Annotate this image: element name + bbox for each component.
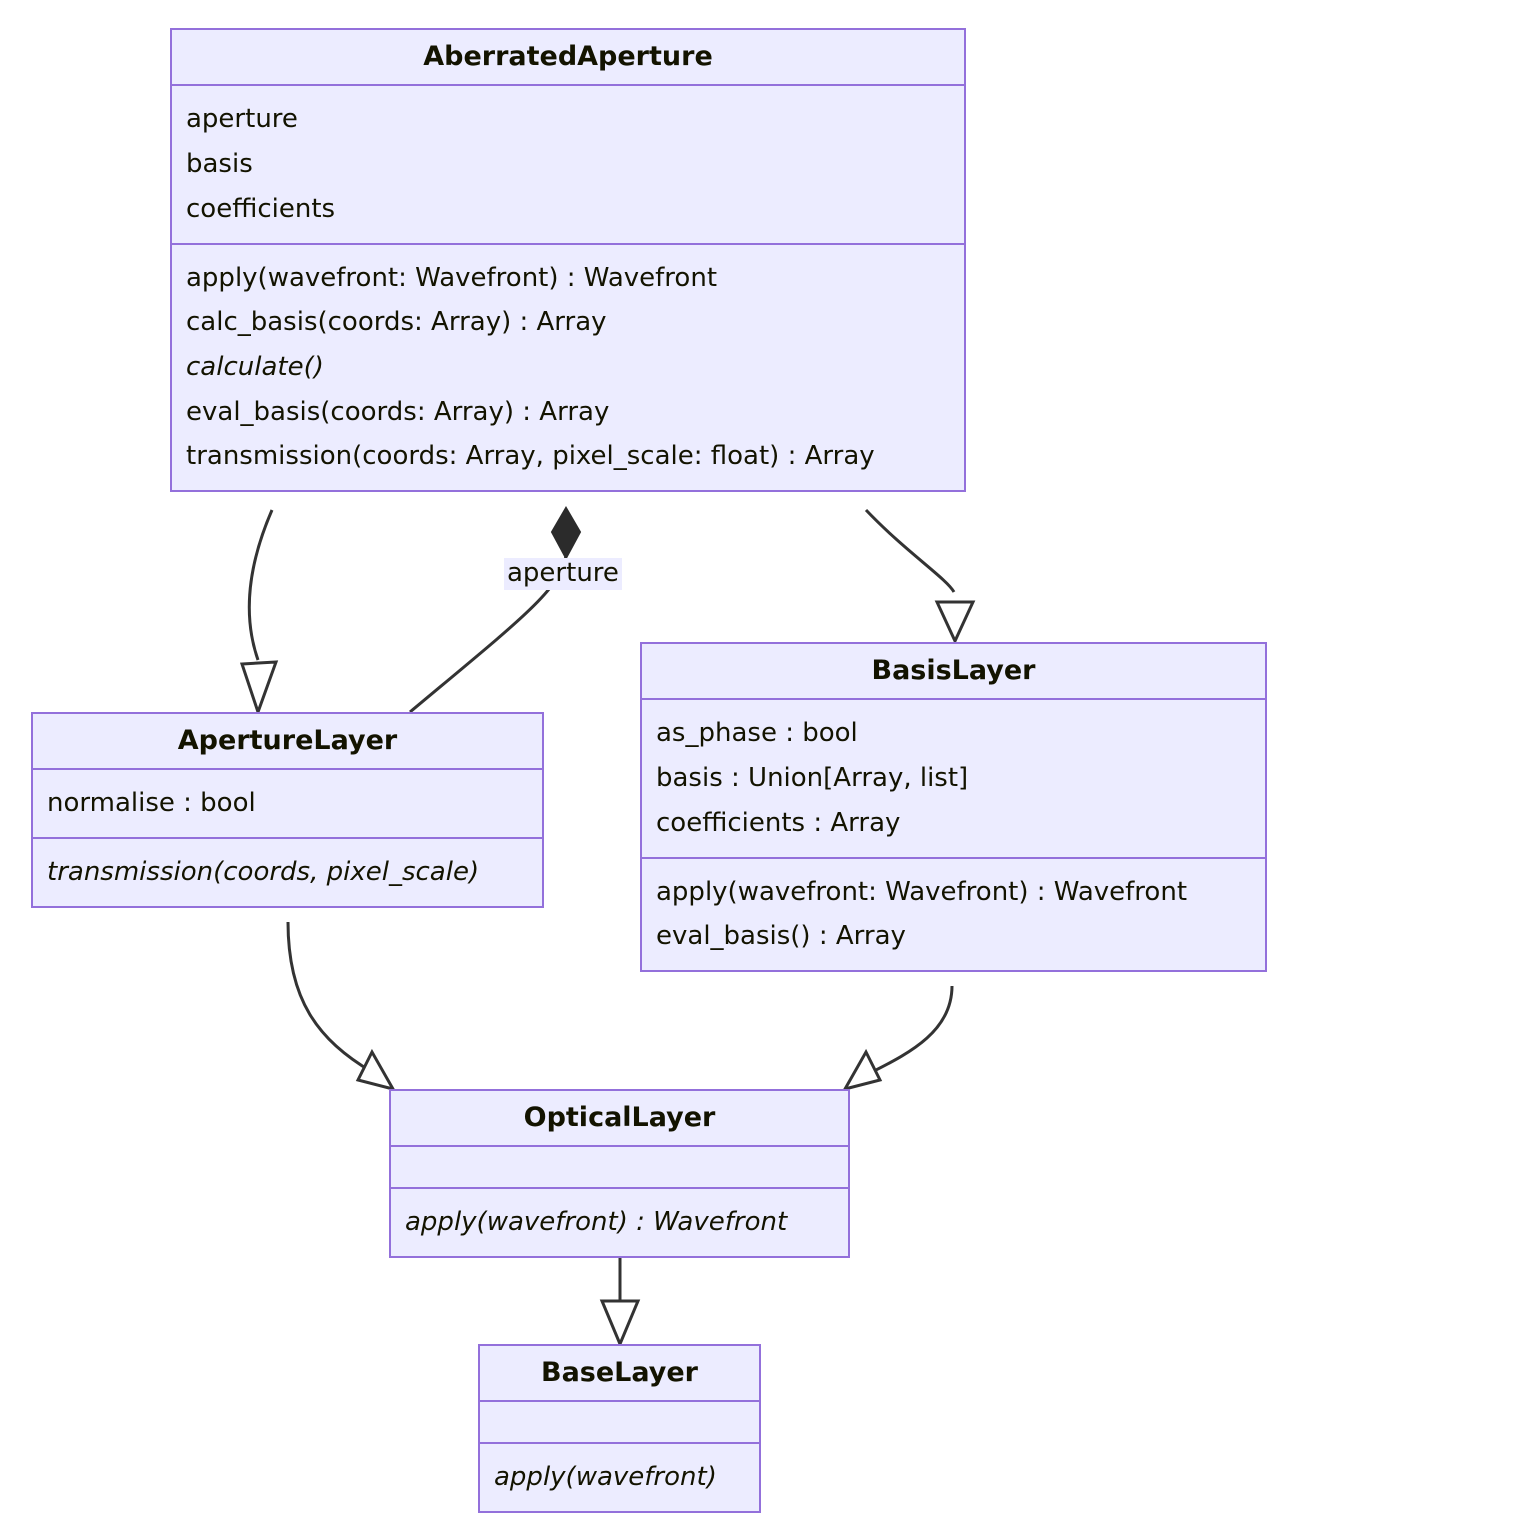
class-box-aberrated-aperture[interactable]: AberratedAperture aperture basis coeffic… xyxy=(170,28,966,493)
methods-compartment-aberrated-aperture: apply(wavefront: Wavefront) : Wavefront … xyxy=(172,245,964,491)
method-row: calc_basis(coords: Array) : Array xyxy=(186,307,607,338)
edge-aberrated-to-aperture-layer xyxy=(239,509,279,717)
class-title-optical-layer: OpticalLayer xyxy=(391,1091,848,1148)
methods-compartment-basis-layer: apply(wavefront: Wavefront) : Wavefront … xyxy=(642,859,1265,970)
method-row-abstract: apply(wavefront) xyxy=(494,1462,717,1493)
attributes-compartment-basis-layer: as_phase : bool basis : Union[Array, lis… xyxy=(642,700,1265,859)
attributes-compartment-aperture-layer: normalise : bool xyxy=(33,770,542,840)
method-row-abstract: transmission(coords, pixel_scale) xyxy=(47,857,480,888)
method-row: eval_basis() : Array xyxy=(656,921,906,952)
attribute-row: coefficients xyxy=(186,193,336,224)
edge-aberrated-composition-aperture xyxy=(409,506,582,714)
class-box-optical-layer[interactable]: OpticalLayer apply(wavefront) : Wavefron… xyxy=(389,1089,850,1259)
method-row: eval_basis(coords: Array) : Array xyxy=(186,396,610,427)
method-row: apply(wavefront: Wavefront) : Wavefront xyxy=(656,876,1188,907)
class-title-aberrated-aperture: AberratedAperture xyxy=(172,30,964,87)
edge-aperture-layer-to-optical-layer xyxy=(286,921,397,1092)
attribute-row: basis xyxy=(186,149,253,180)
method-row-abstract: calculate() xyxy=(186,351,324,382)
class-title-basis-layer: BasisLayer xyxy=(642,644,1265,701)
class-box-base-layer[interactable]: BaseLayer apply(wavefront) xyxy=(478,1344,761,1514)
class-box-aperture-layer[interactable]: ApertureLayer normalise : bool transmiss… xyxy=(31,712,544,908)
class-box-basis-layer[interactable]: BasisLayer as_phase : bool basis : Union… xyxy=(640,642,1267,972)
methods-compartment-optical-layer: apply(wavefront) : Wavefront xyxy=(391,1189,848,1256)
edge-optical-layer-to-base-layer xyxy=(599,1243,641,1348)
attributes-compartment-optical-layer xyxy=(391,1147,848,1190)
methods-compartment-base-layer: apply(wavefront) xyxy=(480,1444,759,1511)
edge-basis-layer-to-optical-layer xyxy=(841,985,954,1092)
attribute-row: coefficients : Array xyxy=(656,807,901,838)
methods-compartment-aperture-layer: transmission(coords, pixel_scale) xyxy=(33,839,542,906)
attribute-row: normalise : bool xyxy=(47,788,256,819)
method-row: apply(wavefront: Wavefront) : Wavefront xyxy=(186,262,718,293)
attributes-compartment-aberrated-aperture: aperture basis coefficients xyxy=(172,86,964,245)
method-row: transmission(coords: Array, pixel_scale:… xyxy=(186,441,875,472)
attribute-row: basis : Union[Array, list] xyxy=(656,763,969,794)
class-title-base-layer: BaseLayer xyxy=(480,1346,759,1403)
edge-label-aperture: aperture xyxy=(504,558,622,590)
edge-aberrated-to-basis-layer xyxy=(864,508,976,645)
attribute-row: as_phase : bool xyxy=(656,718,858,749)
attributes-compartment-base-layer xyxy=(480,1402,759,1445)
class-title-aperture-layer: ApertureLayer xyxy=(33,714,542,771)
method-row-abstract: apply(wavefront) : Wavefront xyxy=(405,1207,788,1238)
attribute-row: aperture xyxy=(186,104,298,135)
